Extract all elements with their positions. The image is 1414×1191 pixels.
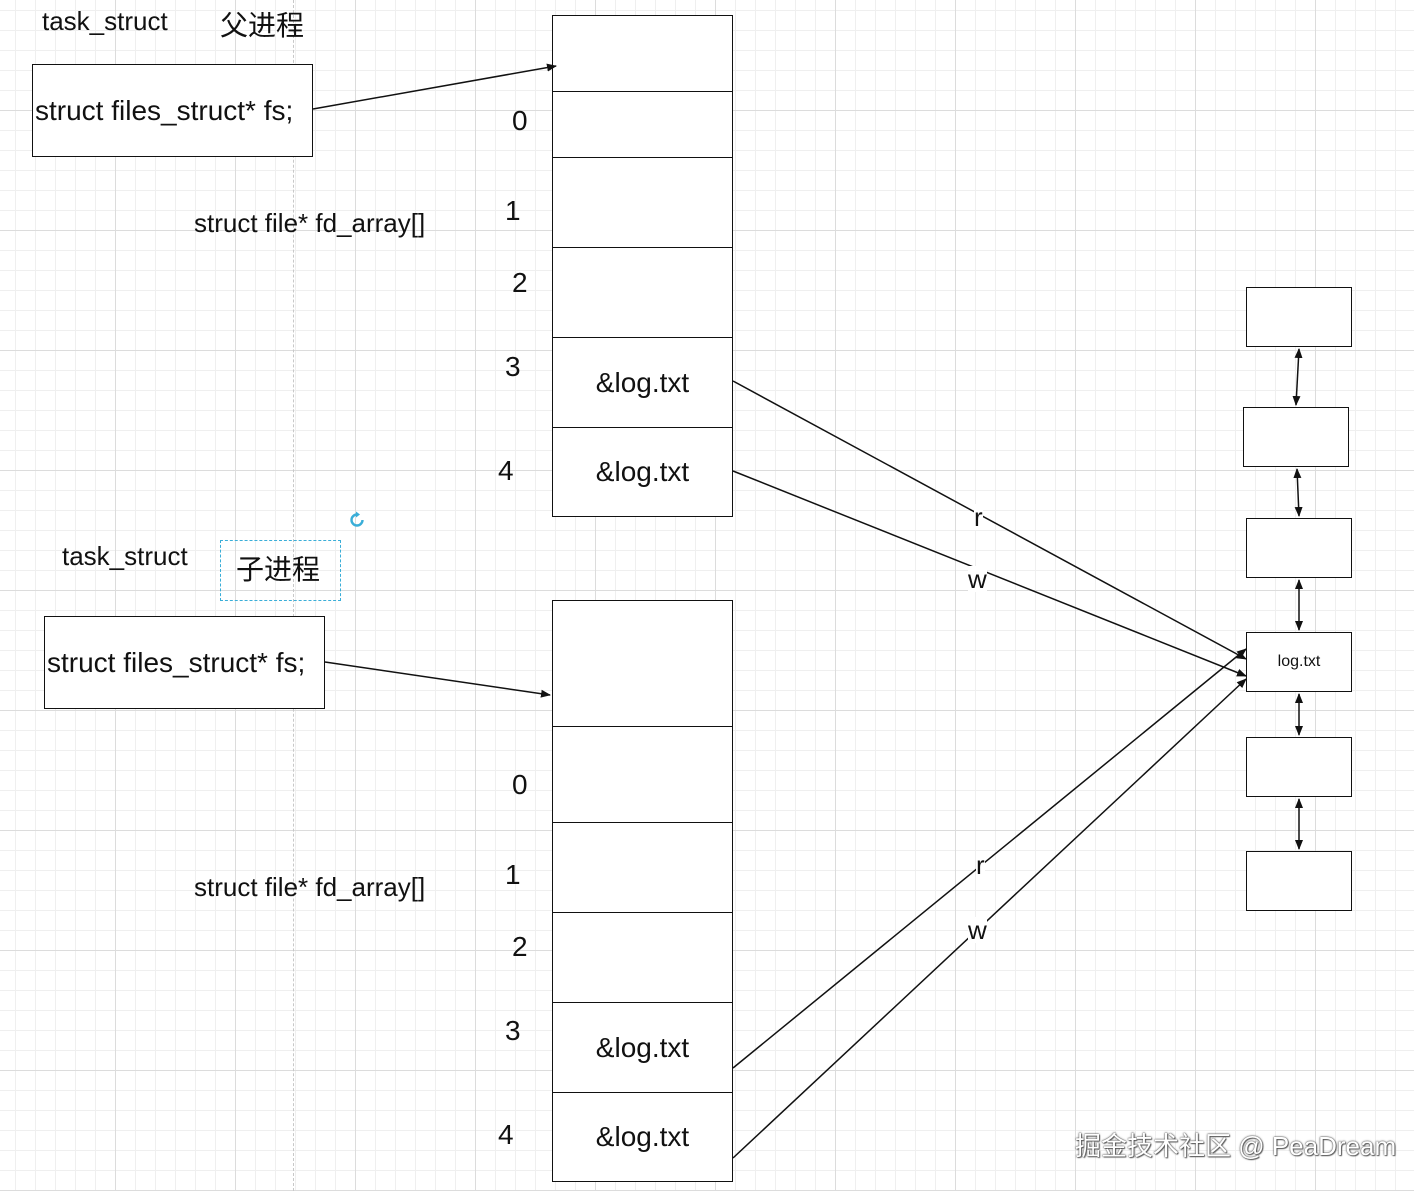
parent-process-label: 父进程 bbox=[220, 10, 305, 41]
parent-fd-cell-4: &log.txt bbox=[553, 427, 732, 515]
child-index-3: 3 bbox=[505, 1015, 521, 1046]
parent-fd-cell-1 bbox=[553, 157, 732, 247]
child-index-2: 2 bbox=[512, 931, 528, 962]
child-fd-cell-3: &log.txt bbox=[553, 1002, 732, 1092]
parent-index-4: 4 bbox=[498, 455, 514, 486]
rotate-icon[interactable] bbox=[347, 510, 367, 530]
parent-fd-cell-3: &log.txt bbox=[553, 337, 732, 427]
child-fd-cell-1 bbox=[553, 822, 732, 912]
file-node-2[interactable] bbox=[1243, 407, 1349, 467]
parent-fd-cell-0 bbox=[553, 91, 732, 157]
child-read-arrow bbox=[732, 648, 1247, 1069]
child-fd-cell-2 bbox=[553, 912, 732, 1002]
child-fd-array-label: struct file* fd_array[] bbox=[194, 872, 426, 902]
parent-fs-field: struct files_struct* fs; bbox=[35, 94, 294, 126]
child-index-4: 4 bbox=[498, 1119, 514, 1150]
parent-fs-pointer-arrow bbox=[312, 63, 557, 110]
list-link-1 bbox=[1292, 348, 1303, 406]
log-file-node[interactable]: log.txt bbox=[1246, 632, 1352, 692]
parent-fd-table[interactable]: &log.txt &log.txt bbox=[552, 15, 733, 517]
parent-index-2: 2 bbox=[512, 267, 528, 298]
child-fd-table[interactable]: &log.txt &log.txt bbox=[552, 600, 733, 1182]
file-node-5[interactable] bbox=[1246, 737, 1352, 797]
parent-index-1: 1 bbox=[505, 195, 521, 226]
child-fs-field: struct files_struct* fs; bbox=[47, 646, 306, 678]
parent-read-arrow bbox=[732, 380, 1247, 660]
child-write-arrow bbox=[732, 678, 1247, 1159]
guide-line bbox=[293, 0, 294, 1191]
watermark: 掘金技术社区 @ PeaDream bbox=[1075, 1131, 1397, 1161]
parent-files-struct-box[interactable]: struct files_struct* fs; bbox=[32, 64, 313, 157]
child-read-label: r bbox=[976, 850, 985, 880]
parent-task-struct-label: task_struct bbox=[42, 6, 168, 36]
file-node-1[interactable] bbox=[1246, 287, 1352, 347]
child-fd-cell-4: &log.txt bbox=[553, 1092, 732, 1180]
child-index-1: 1 bbox=[505, 859, 521, 890]
parent-fd-cell-2 bbox=[553, 247, 732, 337]
file-node-6[interactable] bbox=[1246, 851, 1352, 911]
list-link-2 bbox=[1293, 468, 1303, 517]
child-fd-cell-0 bbox=[553, 726, 732, 822]
child-index-0: 0 bbox=[512, 769, 528, 800]
child-write-label: w bbox=[968, 915, 987, 945]
child-task-struct-label: task_struct bbox=[62, 541, 188, 571]
parent-read-label: r bbox=[974, 502, 983, 532]
file-node-3[interactable] bbox=[1246, 518, 1352, 578]
parent-write-label: w bbox=[968, 564, 987, 594]
parent-fd-array-label: struct file* fd_array[] bbox=[194, 208, 426, 238]
parent-write-arrow bbox=[732, 470, 1247, 677]
child-files-struct-box[interactable]: struct files_struct* fs; bbox=[44, 616, 325, 709]
parent-index-0: 0 bbox=[512, 105, 528, 136]
child-process-label[interactable]: 子进程 bbox=[236, 554, 321, 585]
parent-index-3: 3 bbox=[505, 351, 521, 382]
child-process-label-selection[interactable] bbox=[220, 540, 341, 601]
child-fs-pointer-arrow bbox=[324, 661, 551, 698]
log-file-node-label: log.txt bbox=[1277, 653, 1321, 670]
